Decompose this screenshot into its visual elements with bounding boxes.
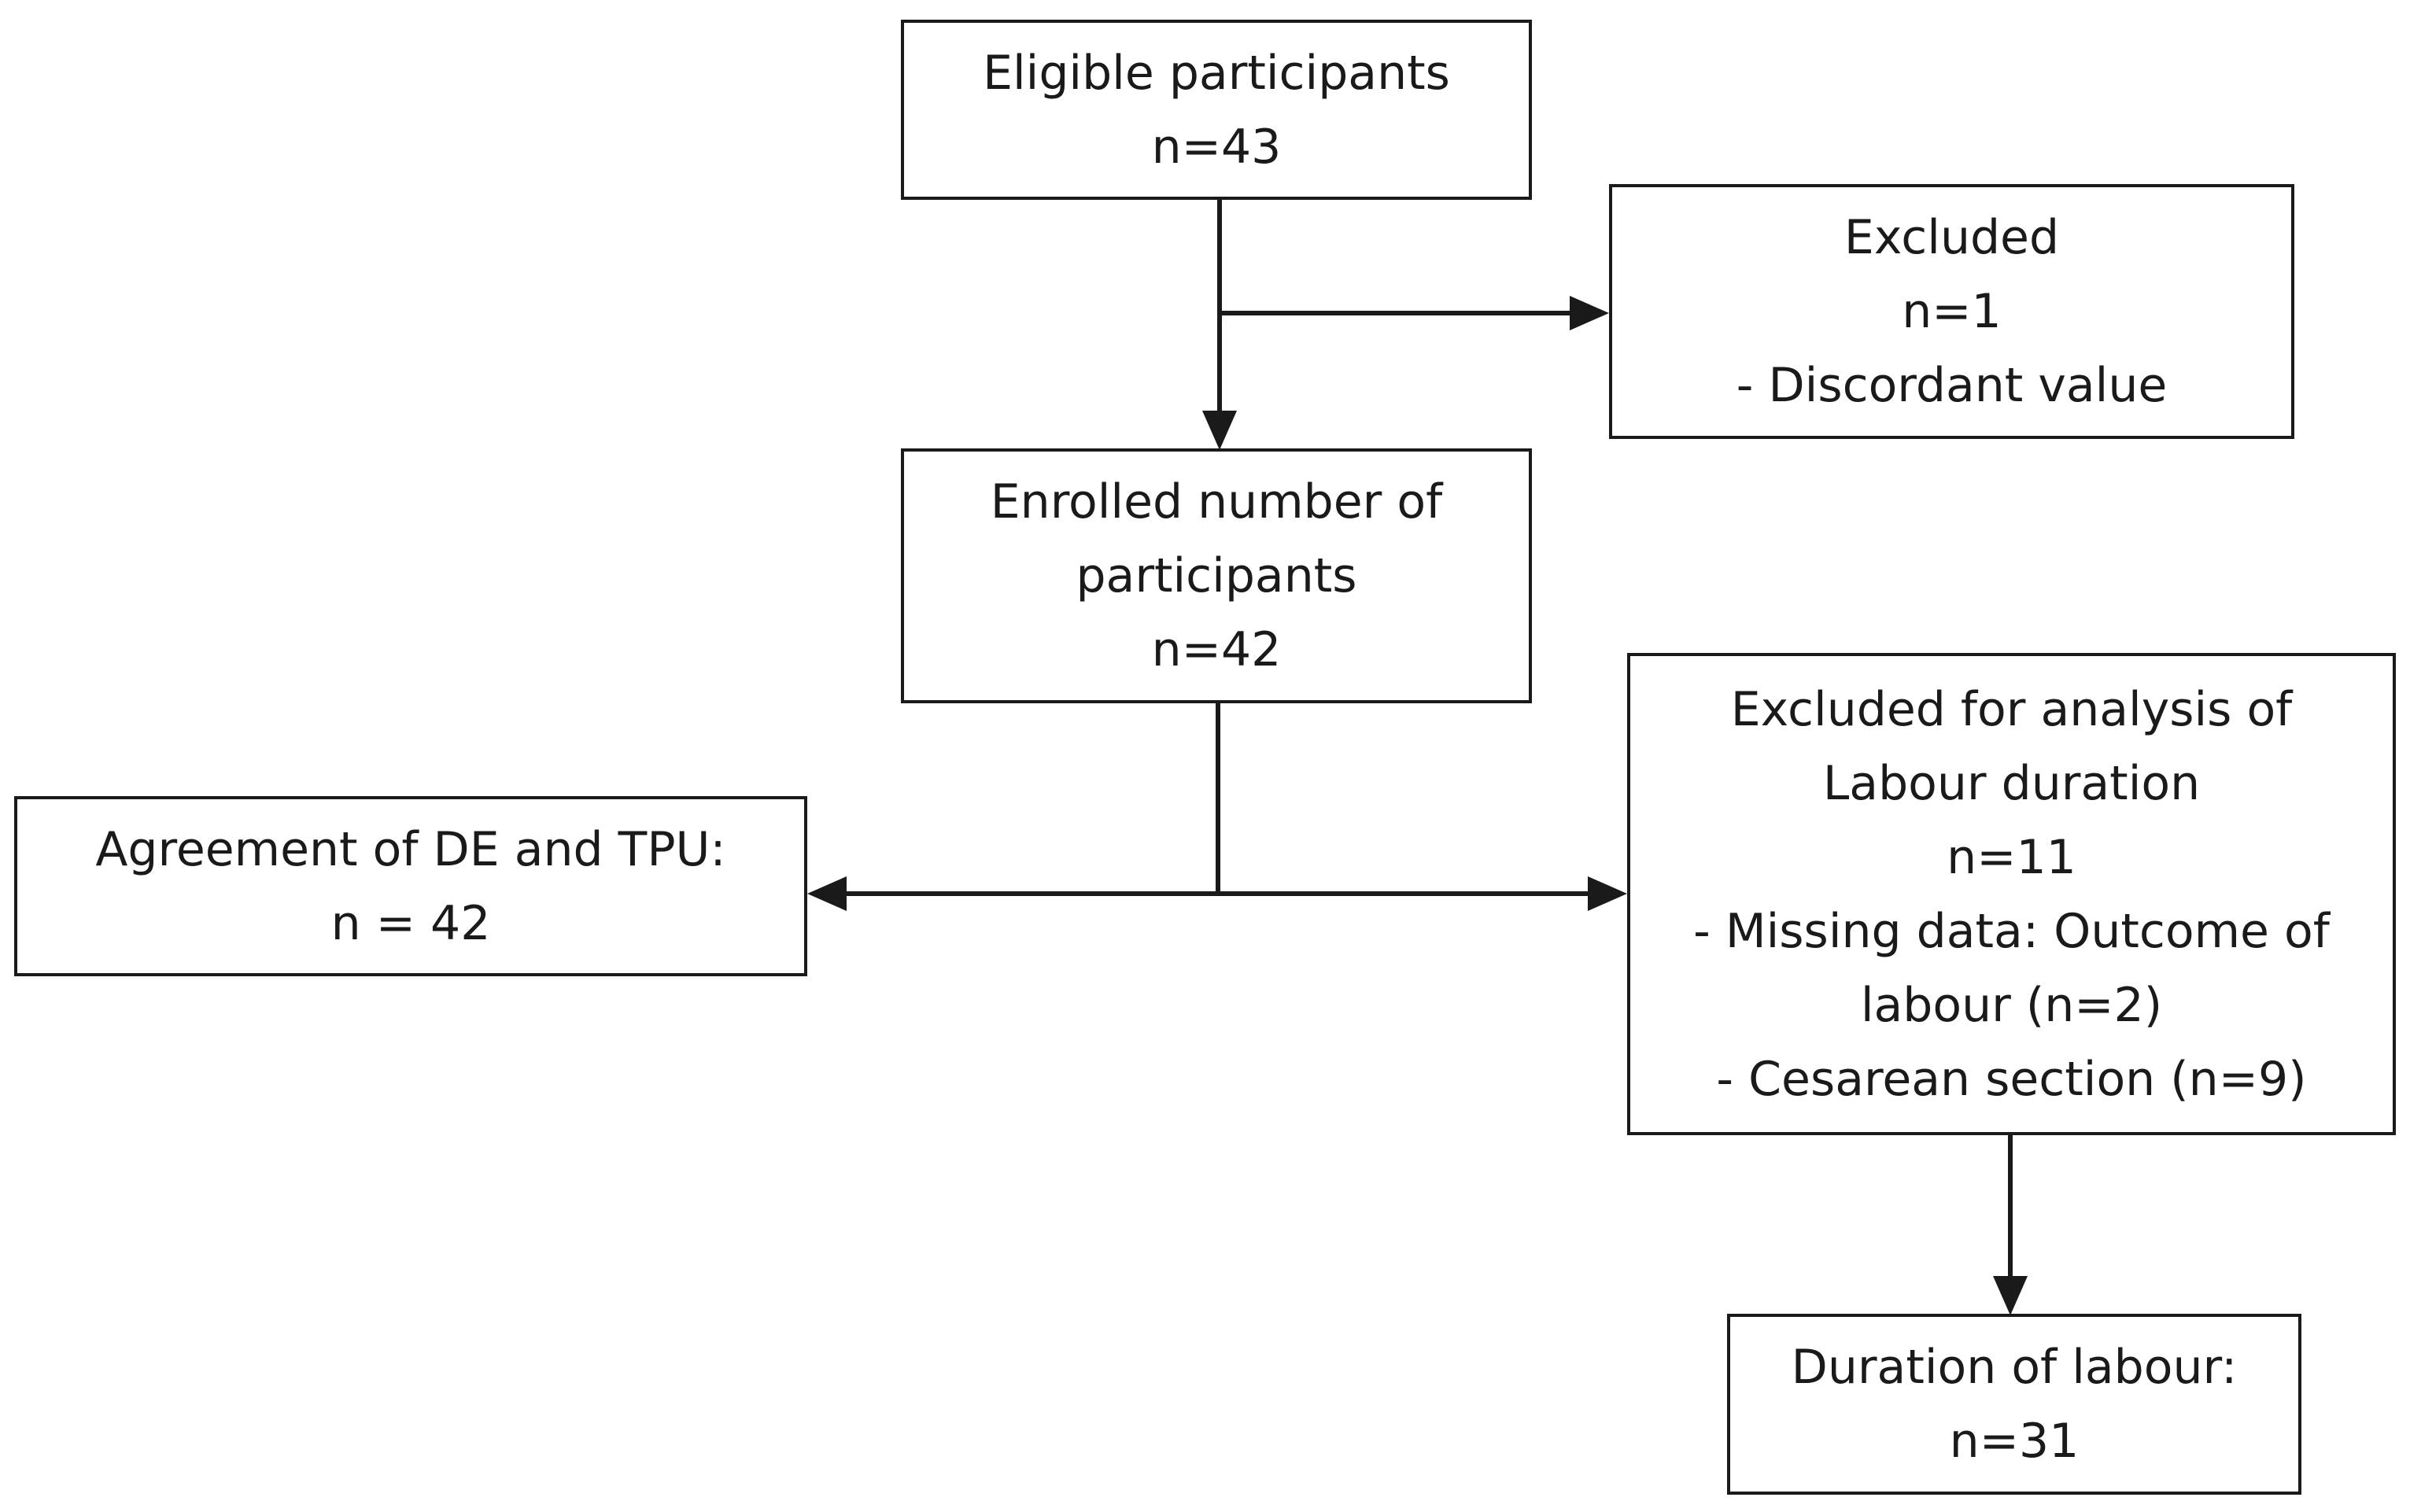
- enrolled-participants-box: Enrolled number of participants n=42: [901, 448, 1532, 703]
- duration-label: Duration of labour:: [1791, 1340, 2238, 1395]
- excluded-label: Excluded: [1843, 210, 2060, 265]
- excluded-analysis-reason1-line2: labour (n=2): [1860, 977, 2163, 1033]
- enrolled-label-line1: Enrolled number of: [990, 474, 1443, 529]
- arrowhead-excluded-analysis: [1588, 876, 1627, 911]
- arrowhead-duration: [1993, 1276, 2028, 1315]
- excluded-analysis-label-line2: Labour duration: [1822, 755, 2201, 811]
- excluded-analysis-label-line1: Excluded for analysis of: [1730, 681, 2293, 737]
- excluded-count: n=1: [1902, 284, 2002, 339]
- eligible-label: Eligible participants: [983, 45, 1450, 101]
- excluded-analysis-reason2: - Cesarean section (n=9): [1716, 1051, 2307, 1107]
- eligible-count: n=43: [1151, 119, 1282, 175]
- excluded-analysis-box: Excluded for analysis of Labour duration…: [1627, 653, 2396, 1135]
- duration-count: n=31: [1949, 1414, 2080, 1469]
- eligible-participants-box: Eligible participants n=43: [901, 20, 1532, 200]
- duration-of-labour-box: Duration of labour: n=31: [1727, 1314, 2301, 1495]
- arrowhead-excluded: [1570, 296, 1609, 330]
- agreement-label: Agreement of DE and TPU:: [95, 821, 726, 877]
- arrowhead-agreement: [807, 876, 847, 911]
- arrowhead-enrolled: [1202, 411, 1237, 450]
- excluded-analysis-reason1-line1: - Missing data: Outcome of: [1693, 903, 2330, 959]
- agreement-box: Agreement of DE and TPU: n = 42: [14, 796, 807, 976]
- agreement-count: n = 42: [330, 895, 491, 951]
- excluded-box: Excluded n=1 - Discordant value: [1609, 184, 2294, 439]
- excluded-reason: - Discordant value: [1736, 358, 2168, 413]
- excluded-analysis-count: n=11: [1947, 829, 2076, 885]
- enrolled-count: n=42: [1151, 622, 1282, 677]
- enrolled-label-line2: participants: [1076, 548, 1357, 603]
